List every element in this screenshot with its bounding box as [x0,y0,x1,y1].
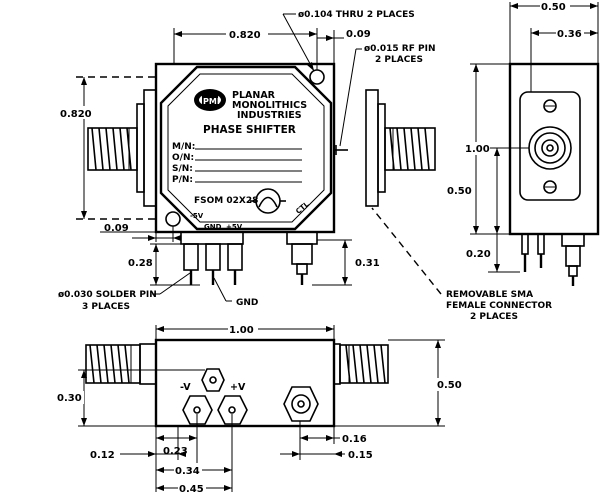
label-plus-v: +V [230,382,246,393]
sma-connector-right [365,89,436,207]
sma-connector-left [87,89,157,207]
label-plate [159,65,333,231]
dim-bottom-width: 1.00 [229,325,254,336]
dim-side-inner: 0.36 [557,29,582,40]
field-sn: S/N: [172,164,193,174]
model-number: FSOM 02X28 [194,196,258,206]
notes: ø0.104 THRU 2 PLACES ø0.015 RF PIN 2 PLA… [58,10,552,322]
flange-screw-bottom-icon [543,180,557,194]
pin-label-neg: -5V [190,212,204,220]
bottom-sma-right [333,343,389,385]
note-solder-pin-line1: ø0.030 SOLDER PIN [58,290,157,300]
dim-rf-pin-height: 0.31 [355,258,380,269]
pin-gnd-icon [201,368,225,392]
front-view: PMI PLANAR MONOLITHICS INDUSTRIES PHASE … [87,62,436,285]
dim-bottom-45: 0.45 [179,484,204,495]
note-gnd: GND [236,298,258,308]
svg-text:PMI: PMI [203,97,220,106]
side-view [508,62,600,286]
pin-plus-v-icon [217,395,248,425]
dim-bottom-23: 0.23 [163,446,188,457]
flange-screw-top-icon [543,99,557,113]
dim-bottom-12: 0.12 [90,450,115,461]
note-connector-line2: FEMALE CONNECTOR [446,301,552,311]
solder-pins [180,231,244,285]
bottom-dimensions: 1.00 0.50 0.30 0.12 0.23 [56,322,466,495]
phase-shift-symbol-icon [250,188,286,214]
dim-pin-height: 0.28 [128,258,153,269]
company-name-line1: PLANAR [232,90,276,101]
rf-pin-bottom-icon [283,386,319,422]
pin-label-gnd: GND [204,223,222,231]
dim-offset-left: 0.09 [104,223,129,234]
dim-side-bottom: 0.20 [466,249,491,260]
dim-side-half: 0.50 [447,186,472,197]
company-name-line3: INDUSTRIES [237,110,302,121]
dim-width-top: 0.820 [229,30,261,41]
dim-bottom-left-height: 0.30 [57,393,82,404]
mounting-hole-bottom-left [165,211,181,227]
dim-bottom-34: 0.34 [175,466,200,477]
dim-offset-top: 0.09 [346,29,371,40]
label-minus-v: -V [180,382,191,393]
note-connector-line3: 2 PLACES [470,312,518,322]
pin-label-pos: +5V [226,223,243,231]
product-name: PHASE SHIFTER [203,124,296,136]
field-on: O/N: [172,153,194,163]
note-rf-pin-line2: 2 PLACES [375,55,423,65]
side-body [508,62,600,236]
pmi-logo-icon: PMI [194,89,226,111]
side-dimensions: 0.50 0.36 1.00 0.50 0.20 [446,0,599,273]
bottom-sma-left [85,343,157,385]
dim-bottom-15: 0.15 [348,450,373,461]
dim-side-depth: 0.50 [541,2,566,13]
mounting-hole-top-right [309,69,325,85]
dim-bottom-height: 0.50 [437,380,462,391]
note-thru-hole: ø0.104 THRU 2 PLACES [298,10,415,20]
port-label: CTL [294,200,311,216]
pin-minus-v-icon [182,395,213,425]
rf-pin-bottom [286,231,318,285]
note-solder-pin-line2: 3 PLACES [82,302,130,312]
label-plate-inner [167,73,325,223]
note-rf-pin-line1: ø0.015 RF PIN [364,44,435,54]
dim-bottom-16: 0.16 [342,434,367,445]
front-dimensions: 0.820 0.09 0.820 0.09 0.28 [59,27,380,286]
field-mn: M/N: [172,142,195,152]
note-connector-line1: REMOVABLE SMA [446,290,533,300]
company-name-line2: MONOLITHICS [232,100,307,111]
bottom-view: -V +V [85,338,389,428]
field-pn: P/N: [172,175,193,185]
dim-side-height: 1.00 [465,144,490,155]
dim-height-left: 0.820 [60,109,92,120]
